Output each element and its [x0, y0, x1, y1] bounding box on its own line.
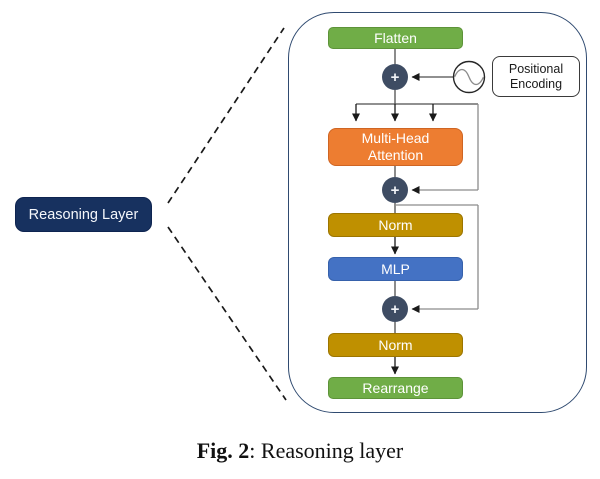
multi-head-attention-label: Multi-Head Attention — [361, 130, 430, 163]
add-symbol-3: + — [390, 300, 400, 318]
multi-head-attention-node: Multi-Head Attention — [328, 128, 463, 166]
positional-encoding-label: Positional Encoding — [508, 61, 564, 91]
mlp-label: MLP — [381, 260, 410, 277]
add-circle-1: + — [382, 64, 408, 90]
reasoning-layer-node: Reasoning Layer — [15, 197, 152, 232]
expansion-dashed-line-top — [167, 27, 285, 204]
figure-caption-text: : Reasoning layer — [249, 438, 404, 463]
flatten-label: Flatten — [374, 29, 417, 46]
positional-encoding-node: Positional Encoding — [492, 56, 580, 97]
figure-caption: Fig. 2: Reasoning layer — [0, 438, 600, 464]
norm-node-2: Norm — [328, 333, 463, 357]
mlp-node: MLP — [328, 257, 463, 281]
flatten-node: Flatten — [328, 27, 463, 49]
norm-label-1: Norm — [378, 216, 413, 233]
add-symbol-1: + — [390, 68, 400, 86]
expansion-dashed-line-bottom — [167, 226, 287, 401]
figure-caption-label: Fig. 2 — [196, 438, 250, 463]
sine-wave-icon — [452, 60, 486, 94]
add-symbol-2: + — [390, 181, 400, 199]
add-circle-2: + — [382, 177, 408, 203]
add-circle-3: + — [382, 296, 408, 322]
rearrange-label: Rearrange — [362, 379, 429, 396]
reasoning-layer-label: Reasoning Layer — [28, 206, 139, 223]
norm-label-2: Norm — [378, 336, 413, 353]
norm-node-1: Norm — [328, 213, 463, 237]
rearrange-node: Rearrange — [328, 377, 463, 399]
